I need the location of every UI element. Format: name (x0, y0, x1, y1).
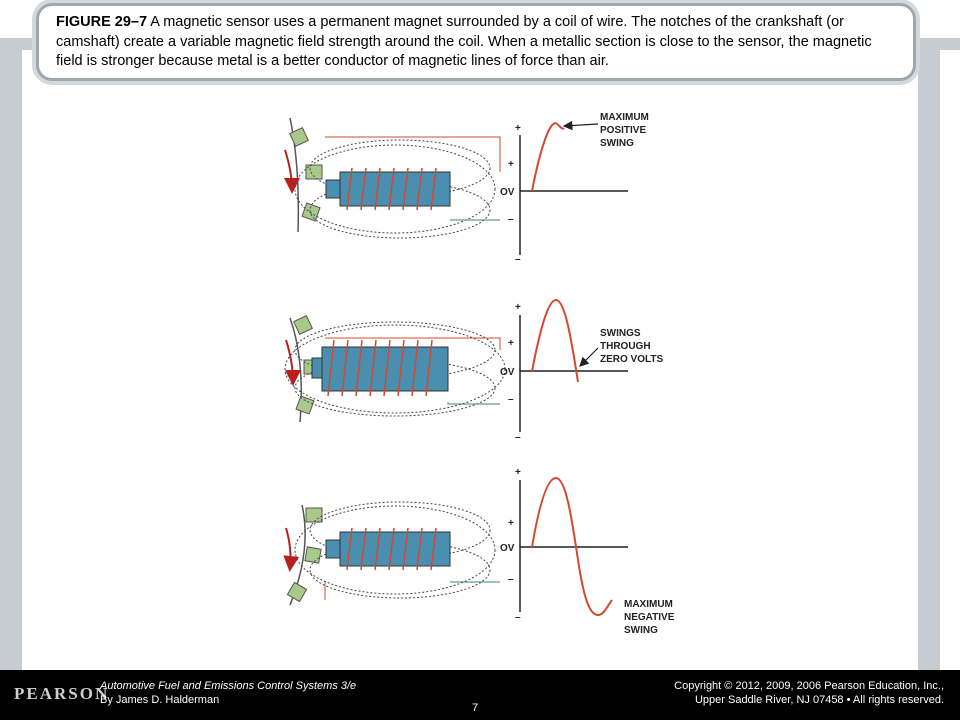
axis-plus-small: + (508, 518, 514, 529)
sensor-diagram: + + OV – – MAXIMUM POSITIVE SWING (283, 112, 677, 636)
waveform-graph-2: + + OV – – SWINGS THROUGH ZERO VOLTS (500, 298, 663, 443)
pearson-logo: PEARSON (14, 684, 110, 703)
callout-arrow (579, 347, 599, 367)
sensor-3 (294, 501, 500, 600)
copyright-notice: Copyright © 2012, 2009, 2006 Pearson Edu… (674, 679, 944, 707)
figure-caption: FIGURE 29–7 A magnetic sensor uses a per… (56, 13, 896, 72)
axis-zero: OV (500, 187, 515, 198)
page-number: 7 (472, 702, 479, 714)
sensor-2 (284, 321, 506, 417)
lead-wire-positive (325, 136, 501, 172)
slide-frame-top-right (918, 38, 960, 50)
axis-minus-small: – (508, 214, 514, 225)
axis-plus-small: + (508, 159, 514, 170)
notch-tooth (301, 202, 321, 222)
callout-label: SWINGS THROUGH ZERO VOLTS (600, 328, 663, 365)
notch-tooth (286, 581, 308, 603)
axis-zero: OV (500, 367, 515, 378)
callout-label: MAXIMUM POSITIVE SWING (600, 112, 652, 149)
axis-minus-small: – (508, 394, 514, 405)
notch-tooth (304, 546, 322, 564)
axis-zero: OV (500, 543, 515, 554)
callout-label: MAXIMUM NEGATIVE SWING (624, 599, 677, 636)
sensor-1 (294, 136, 501, 239)
rotation-arrow (284, 339, 301, 386)
notch-tooth (305, 507, 323, 523)
voltage-wave (531, 476, 613, 617)
waveform-graph-3: + + OV – – MAXIMUM NEGATIVE SWING (500, 467, 677, 636)
axis-plus-small: + (508, 338, 514, 349)
panel-3: + + OV – – MAXIMUM NEGATIVE SWING (283, 467, 677, 636)
copyright-line-1: Copyright © 2012, 2009, 2006 Pearson Edu… (674, 680, 944, 692)
slide-frame-right (918, 38, 940, 670)
reluctor-wheel-3 (283, 504, 323, 606)
book-credit: Automotive Fuel and Emissions Control Sy… (100, 679, 356, 707)
slide-footer (0, 670, 960, 720)
rotation-arrow (283, 149, 300, 194)
book-title: Automotive Fuel and Emissions Control Sy… (100, 680, 357, 692)
coil-winding (346, 167, 437, 211)
axis-minus-small: – (508, 574, 514, 585)
axis-minus-big: – (515, 612, 521, 623)
axis-minus-big: – (515, 254, 521, 265)
notch-tooth (289, 127, 309, 147)
caption-box (36, 3, 916, 81)
slide-frame-top-left (0, 38, 40, 50)
rotation-arrow (283, 527, 300, 572)
axis-minus-big: – (515, 432, 521, 443)
axis-plus-big: + (515, 302, 521, 313)
slide-frame-left (0, 38, 22, 670)
callout-arrow (562, 120, 599, 131)
figure-label: FIGURE 29–7 (56, 14, 148, 30)
book-author: By James D. Halderman (100, 694, 220, 706)
lead-wire-negative (447, 402, 500, 405)
axis-plus-big: + (515, 123, 521, 134)
notch-tooth (295, 395, 315, 415)
panel-1: + + OV – – MAXIMUM POSITIVE SWING (283, 112, 652, 265)
notch-tooth (293, 315, 313, 335)
coil-winding (346, 527, 437, 571)
voltage-wave (531, 122, 565, 192)
copyright-line-2: Upper Saddle River, NJ 07458 • All right… (694, 694, 944, 706)
panel-2: + + OV – – SWINGS THROUGH ZERO VOLTS (284, 298, 663, 443)
axis-plus-big: + (515, 467, 521, 478)
voltage-wave (531, 298, 579, 383)
lead-wire-positive (325, 337, 501, 350)
figure-caption-text: A magnetic sensor uses a permanent magne… (56, 14, 872, 69)
coil-winding (327, 339, 433, 397)
waveform-graph-1: + + OV – – MAXIMUM POSITIVE SWING (500, 112, 652, 265)
reluctor-wheel-1 (283, 117, 323, 233)
